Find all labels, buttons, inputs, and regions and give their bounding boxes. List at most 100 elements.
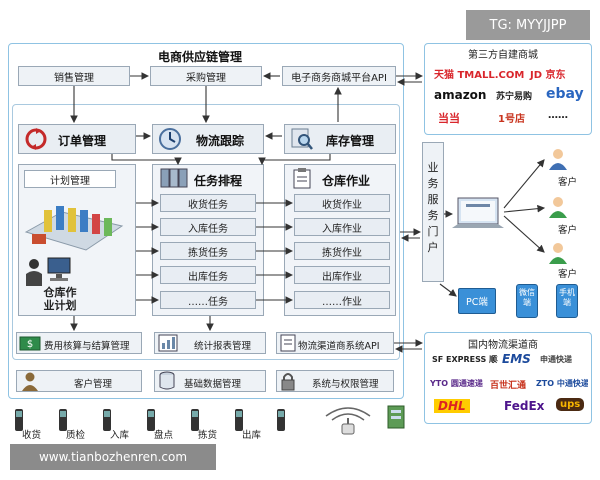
warehouse-plan-label: 仓库作 业计划: [43, 286, 77, 312]
wechat-device: [516, 284, 538, 318]
clock-icon: [159, 128, 181, 150]
base-data-label: 基础数据管理: [184, 379, 242, 390]
scanner-label-3: 入库: [110, 430, 130, 441]
purchase-mgmt-box: 采购管理: [150, 66, 262, 86]
carrier-api-box: [276, 332, 394, 354]
sales-mgmt-box: 销售管理: [18, 66, 130, 86]
api-doc-icon: [280, 334, 296, 352]
task-column: [152, 164, 264, 316]
customer-label-3: 客户: [558, 269, 578, 280]
yhd-logo: 1号店: [498, 114, 525, 125]
ecommerce-api-box: 电子商务商城平台API: [282, 66, 396, 86]
scanner-icon-1: [15, 409, 23, 431]
customer-icon: [22, 372, 38, 391]
amazon-logo: amazon: [434, 88, 487, 102]
yto-logo: YTO 圆通速递: [430, 379, 483, 388]
customer-avatar-3-icon: [549, 243, 567, 264]
dangdang-logo: 当当: [438, 112, 460, 125]
lock-icon: [281, 373, 295, 391]
logistics-label: 物流跟踪: [196, 134, 245, 148]
ups-logo: ups: [556, 398, 585, 411]
wechat-device-label: 微信端: [519, 288, 535, 307]
task-picking: 拣货任务: [160, 242, 256, 260]
scanner-icon-3: [103, 409, 111, 431]
database-icon: [159, 371, 175, 390]
scanner-icon-2: [59, 409, 67, 431]
portal-box: [422, 142, 444, 282]
third-party-title: 第三方自建商城: [468, 50, 538, 61]
server-icon: [387, 405, 405, 429]
carriers-title: 国内物流渠道商: [468, 340, 538, 351]
task-schedule-icon: [160, 168, 188, 188]
computer-icon: [47, 257, 71, 281]
wireless-ap-icon: [325, 407, 371, 435]
op-receive: 收货作业: [294, 194, 390, 212]
scanner-label-5: 拣货: [198, 430, 218, 441]
zto-logo: ZTO 中通快递: [536, 379, 588, 388]
laptop-portal-icon: [452, 197, 504, 228]
scanner-label-2: 质检: [66, 430, 86, 441]
third-party-panel: [424, 43, 592, 135]
warehouse-illustration-icon: [24, 206, 124, 251]
ebay-logo: ebay: [546, 86, 584, 102]
customer-mgmt-box: [16, 370, 142, 392]
report-label: 统计报表管理: [194, 341, 252, 352]
op-other: ……作业: [294, 291, 390, 309]
ops-column: [284, 164, 396, 316]
tmall-logo: 天猫 TMALL.COM: [434, 70, 525, 81]
mobile-device: [556, 284, 578, 318]
more-malls: ……: [548, 110, 568, 121]
order-mgmt-label: 订单管理: [58, 134, 107, 148]
inventory-search-icon: [291, 128, 313, 150]
permission-box: [276, 370, 394, 392]
pc-device: [458, 288, 496, 314]
jd-logo: JD 京东: [530, 70, 566, 81]
settlement-label: 费用核算与结算管理: [44, 341, 130, 352]
report-icon: [158, 334, 178, 352]
customer-label-1: 客户: [558, 177, 578, 188]
scanner-icon-6: [235, 409, 243, 431]
clipboard-icon: [293, 168, 311, 189]
recycle-icon: [25, 128, 47, 150]
op-shipping: 出库作业: [294, 266, 390, 284]
customer-avatar-1-icon: [549, 149, 567, 170]
scanner-icon-7: [277, 409, 285, 431]
customer-mgmt-label: 客户管理: [74, 379, 113, 390]
task-putaway: 入库任务: [160, 218, 256, 236]
best-logo: 百世汇通: [490, 381, 527, 391]
warehouse-ops-label: 仓库作业: [322, 174, 371, 188]
mobile-device-label: 手机端: [559, 288, 575, 307]
watermark-bottom: www.tianbozhenren.com: [10, 444, 216, 470]
worker-icon: [26, 259, 42, 286]
pc-device-label: PC端: [466, 297, 488, 308]
portal-label: 业务服务门户: [427, 161, 439, 254]
inventory-label: 库存管理: [326, 134, 375, 148]
scanner-icon-5: [191, 409, 199, 431]
task-receive: 收货任务: [160, 194, 256, 212]
main-title: 电商供应链管理: [158, 50, 243, 64]
task-shipping: 出库任务: [160, 266, 256, 284]
report-box: [154, 332, 266, 354]
plan-mgmt-box: 计划管理: [24, 170, 116, 188]
sf-logo: SF EXPRESS 顺丰速运: [432, 355, 498, 364]
watermark-top: TG: MYYJJPP: [466, 10, 590, 40]
suning-logo: 苏宁易购: [496, 92, 533, 102]
svg-text:$: $: [27, 339, 33, 350]
permission-label: 系统与权限管理: [312, 379, 379, 390]
ems-logo: EMS: [502, 352, 531, 366]
dhl-logo: DHL: [434, 399, 470, 413]
sto-logo: 申通快递: [540, 355, 572, 364]
customer-avatar-2-icon: [549, 197, 567, 218]
task-other: ……任务: [160, 291, 256, 309]
scanner-label-6: 出库: [242, 430, 262, 441]
task-schedule-label: 任务排程: [194, 174, 243, 188]
base-data-box: [154, 370, 266, 392]
carrier-api-label: 物流渠道商系统API: [298, 341, 380, 352]
scanner-label-1: 收货: [22, 430, 42, 441]
fedex-logo: FedEx: [504, 399, 545, 413]
scanner-icon-4: [147, 409, 155, 431]
scanner-label-4: 盘点: [154, 430, 174, 441]
money-icon: $: [19, 336, 41, 351]
op-picking: 拣货作业: [294, 242, 390, 260]
